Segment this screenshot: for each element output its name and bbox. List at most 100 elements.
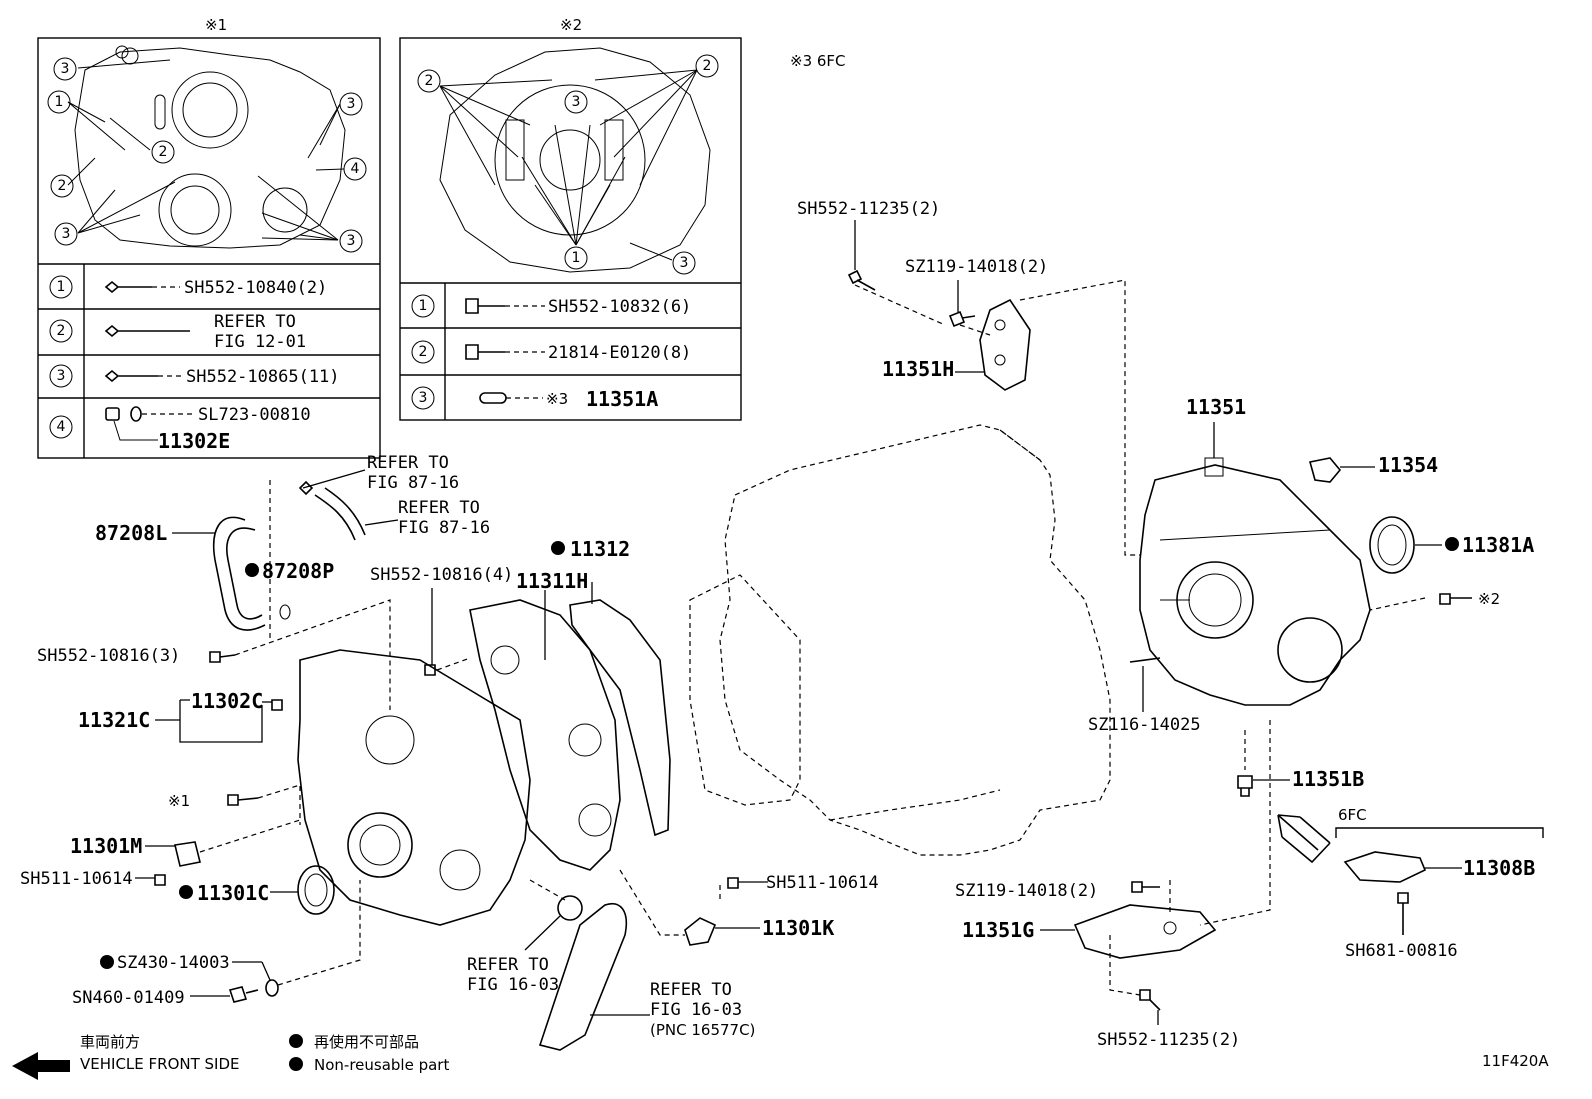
legend-front-jp: 車両前方: [80, 1033, 140, 1051]
inset-1-marker: ※1: [205, 16, 227, 34]
inset-2-drawing: [439, 47, 711, 273]
front-arrow-icon: [12, 1052, 70, 1080]
label-refer-a2: FIG 87-16: [367, 473, 459, 493]
row-4-num: 4: [57, 419, 66, 435]
bracket-11351g: [1073, 904, 1217, 959]
nonreusable-dot: [1445, 537, 1459, 551]
row-2-part: 21814-E0120(8): [548, 343, 691, 363]
flywheel-housing-11351: [1139, 457, 1371, 706]
label-11351g: 11351G: [962, 918, 1034, 942]
label-ref1: ※1: [168, 792, 190, 810]
label-11311h: 11311H: [516, 569, 588, 593]
inset-1: ※1: [37, 16, 381, 459]
bolt-sh511-10614-right: [727, 877, 739, 889]
row-1-num: 1: [419, 298, 428, 314]
label-sh552-10816-3: SH552-10816(3): [37, 646, 180, 666]
row-3-num: 3: [419, 390, 428, 406]
legend-nonreuse-jp: 再使用不可部品: [314, 1033, 419, 1051]
hose-87208l: [213, 516, 291, 631]
row-1-num: 1: [57, 279, 66, 295]
bolt-ref1: [227, 794, 259, 806]
label-refer-a1: REFER TO: [367, 453, 449, 473]
callout-1: 1: [55, 94, 64, 110]
callout-2: 2: [703, 58, 712, 74]
cap-11354: [1308, 457, 1342, 483]
stud-sz116-14025: [1129, 657, 1161, 663]
callout-1: 1: [572, 250, 581, 266]
label-sz116-14025: SZ116-14025: [1088, 715, 1201, 735]
legend: 車両前方 VEHICLE FRONT SIDE 再使用不可部品 Non-reus…: [12, 1033, 449, 1080]
label-11351h: 11351H: [882, 357, 954, 381]
label-refer-d2: FIG 16-03: [650, 1000, 742, 1020]
inset-1-table: 1 SH552-10840(2) 2 REFER TO FIG 12-01 3 …: [49, 275, 340, 453]
label-87208p: 87208P: [262, 559, 334, 583]
callout-3: 3: [62, 226, 71, 242]
seal-11381a: [1369, 516, 1415, 574]
label-11302c: 11302C: [191, 689, 263, 713]
row-2-part-line1: REFER TO: [214, 312, 296, 332]
inset-1-drawing: [67, 45, 346, 249]
inset-2-marker: ※2: [560, 16, 582, 34]
label-11301c: 11301C: [197, 881, 269, 905]
row-3-part: SH552-10865(11): [186, 367, 340, 387]
label-sh511-10614-right: SH511-10614: [766, 873, 879, 893]
diagram-id: 11F420A: [1482, 1052, 1549, 1070]
label-sn460-01409: SN460-01409: [72, 988, 185, 1008]
nonreusable-dot: [551, 541, 565, 555]
bracket-11351h: [979, 298, 1031, 391]
label-11312: 11312: [570, 537, 630, 561]
row-1-part: SH552-10832(6): [548, 297, 691, 317]
bolt-sh552-11235-bot: [1139, 989, 1161, 1011]
callout-3: 3: [347, 233, 356, 249]
legend-front-en: VEHICLE FRONT SIDE: [80, 1055, 240, 1073]
plug-11302c: [271, 699, 283, 711]
sensor-11301m: [174, 841, 201, 867]
cover-11308b: [1343, 851, 1427, 883]
plate-dashed: [689, 574, 801, 806]
bolt-sh511-10614-left: [154, 874, 166, 886]
plug-11351b: [1237, 775, 1253, 797]
label-sh511-10614-left: SH511-10614: [20, 869, 133, 889]
direction-arrow: [1277, 814, 1331, 864]
label-refer-c2: FIG 16-03: [467, 975, 559, 995]
label-sh552-11235-top: SH552-11235(2): [797, 199, 940, 219]
label-refer-b1: REFER TO: [398, 498, 480, 518]
label-refer-d1: REFER TO: [650, 980, 732, 1000]
seal-11301c: [297, 865, 335, 915]
inset-2: ※2 2 2: [399, 16, 742, 421]
row-2-part-line2: FIG 12-01: [214, 332, 306, 352]
row-3-num: 3: [57, 368, 66, 384]
row-4-part: SL723-00810: [198, 405, 311, 425]
label-sz119-14018-top: SZ119-14018(2): [905, 257, 1048, 277]
inset-2-table: 1 SH552-10832(6) 2 21814-E0120(8) 3 ※3 1…: [411, 294, 691, 411]
bolt-sn460-01409: [228, 986, 259, 1003]
hose-segment: [314, 487, 366, 541]
bolt-sh681-00816: [1397, 892, 1409, 935]
row-3-part: 11351A: [586, 387, 658, 411]
label-sh552-10816-4: SH552-10816(4): [370, 565, 513, 585]
bolt-sz119-14018-top: [948, 310, 976, 328]
gasket-11312: [569, 599, 671, 837]
label-refer-c1: REFER TO: [467, 955, 549, 975]
legend-nonreuse-en: Non-reusable part: [314, 1056, 449, 1074]
clip: [298, 480, 314, 496]
group-6fc: 6FC: [1335, 806, 1544, 935]
note-3: ※3 6FC: [790, 52, 846, 70]
nonreusable-dot: [245, 563, 259, 577]
row-3-marker: ※3: [546, 390, 568, 408]
nonreusable-dot: [100, 955, 114, 969]
bolt-sh552-10816-3: [209, 651, 236, 663]
row-2-num: 2: [57, 323, 66, 339]
label-ref2: ※2: [1478, 590, 1500, 608]
label-11321c: 11321C: [78, 708, 150, 732]
label-11351b: 11351B: [1292, 767, 1364, 791]
label-87208l: 87208L: [95, 521, 167, 545]
label-11301k: 11301K: [762, 916, 834, 940]
label-11301m: 11301M: [70, 834, 142, 858]
label-11354: 11354: [1378, 453, 1438, 477]
callout-3: 3: [61, 61, 70, 77]
timing-cover-11321c: [297, 649, 531, 926]
row-2-num: 2: [419, 344, 428, 360]
callout-4: 4: [351, 161, 360, 177]
